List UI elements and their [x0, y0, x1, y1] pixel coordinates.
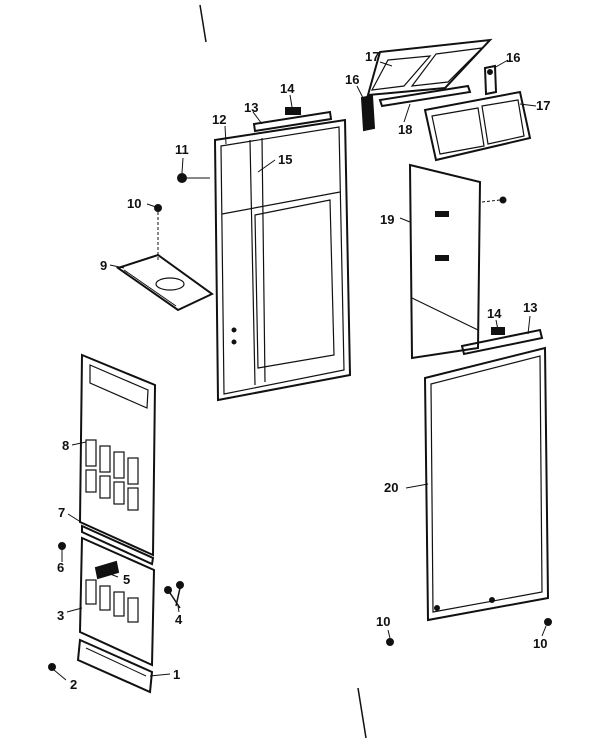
- part-13-bar-left: [252, 107, 333, 133]
- part-11-screw: [177, 173, 210, 183]
- part-10-screw-right: [544, 618, 552, 626]
- part-5-knob: [94, 560, 120, 580]
- part-13-bar-right: [460, 327, 544, 356]
- part-19-rear-panel: [408, 163, 507, 360]
- label-10-lower-right: 10: [533, 636, 547, 651]
- label-2: 2: [70, 677, 77, 692]
- label-1: 1: [173, 667, 180, 682]
- label-13-left: 13: [244, 100, 258, 115]
- label-10-lower-left: 10: [376, 614, 390, 629]
- label-5: 5: [123, 572, 130, 587]
- label-10-upper: 10: [127, 196, 141, 211]
- label-15: 15: [278, 152, 292, 167]
- label-17-lower: 17: [536, 98, 550, 113]
- label-13-right: 13: [523, 300, 537, 315]
- scan-mark-top: [199, 4, 207, 43]
- part-1-kick-plate: [76, 638, 154, 694]
- scan-mark-bottom: [357, 687, 367, 739]
- part-10-screw-upper: [154, 204, 162, 260]
- label-20: 20: [384, 480, 398, 495]
- label-14-left: 14: [280, 81, 295, 96]
- part-7-strip: [81, 524, 155, 566]
- label-17-upper: 17: [365, 49, 379, 64]
- part-16-bracket-right: [483, 64, 498, 96]
- part-16-bracket-left: [360, 94, 376, 132]
- part-6-screw: [58, 542, 66, 550]
- label-8: 8: [62, 438, 69, 453]
- part-12-frame: [213, 118, 352, 402]
- label-7: 7: [58, 505, 65, 520]
- label-11: 11: [175, 142, 189, 157]
- part-10-screw-left: [386, 638, 394, 646]
- label-12: 12: [212, 112, 226, 127]
- part-18-bar: [378, 84, 472, 108]
- leader-lines: [53, 59, 547, 681]
- label-4: 4: [175, 612, 183, 627]
- part-8-front-panel: [78, 353, 157, 557]
- part-17-upper-panel: [366, 38, 493, 97]
- part-4-screws: [164, 581, 184, 609]
- label-14-right: 14: [487, 306, 502, 321]
- part-3-lower-panel: [78, 536, 156, 667]
- label-19: 19: [380, 212, 394, 227]
- label-9: 9: [100, 258, 107, 273]
- part-20-side-panel: [423, 346, 550, 622]
- part-17-lower-panel: [423, 90, 532, 162]
- part-2-screw: [48, 663, 56, 671]
- label-3: 3: [57, 608, 64, 623]
- part-9-plate: [115, 253, 214, 312]
- label-16-right: 16: [506, 50, 520, 65]
- part-8-grille: [85, 439, 139, 511]
- label-18: 18: [398, 122, 412, 137]
- label-16-left: 16: [345, 72, 359, 87]
- label-6: 6: [57, 560, 64, 575]
